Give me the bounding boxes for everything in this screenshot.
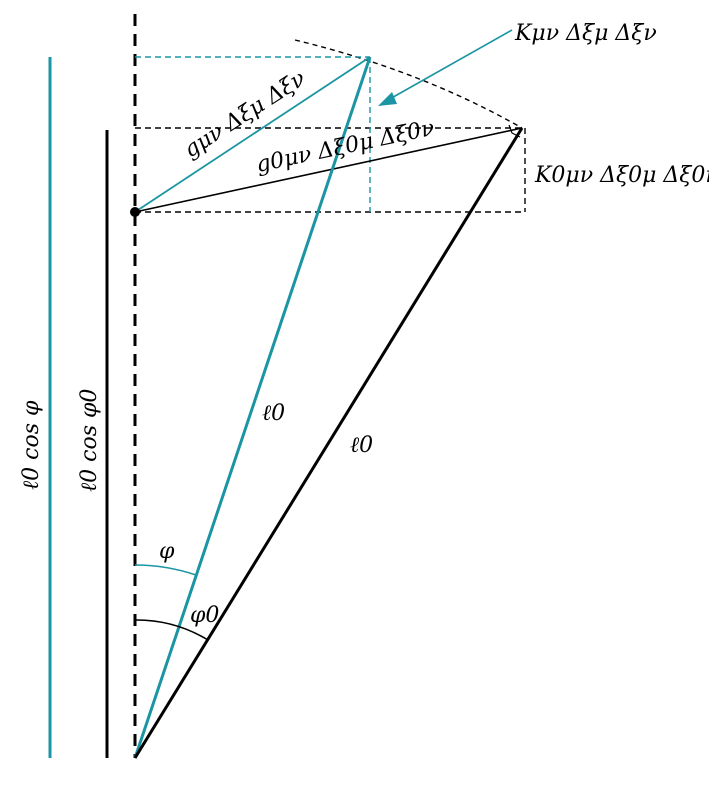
- phi-arc: [134, 564, 197, 576]
- pointer-arrow-head: [378, 92, 397, 106]
- pointer-arrow-line: [387, 29, 513, 101]
- l0-cos-phi0-label: ℓ0 cos φ0: [77, 389, 102, 492]
- k-mu-nu-label: Kμν Δξμ Δξν: [514, 21, 657, 46]
- phi0-arc: [134, 619, 209, 641]
- phi-label: φ: [159, 539, 175, 564]
- teal-short-hypotenuse: [134, 56, 371, 213]
- black-long-side: [133, 127, 524, 759]
- k0-mu-nu-label: K0μν Δξ0μ Δξ0ν: [534, 163, 709, 188]
- origin-point: [130, 207, 140, 217]
- black-short-hypotenuse: [134, 127, 523, 213]
- l0-black-label: ℓ0: [350, 433, 373, 458]
- g0-mu-nu-label: g0μν Δξ0μ Δξ0ν: [254, 116, 437, 178]
- l0-cos-phi-label: ℓ0 cos φ: [19, 400, 44, 490]
- right-angle-marker: [508, 124, 521, 138]
- teal-long-side: [133, 56, 372, 759]
- phi0-label: φ0: [190, 603, 219, 628]
- dashed-arc: [294, 39, 523, 129]
- l0-teal-label: ℓ0: [262, 401, 285, 426]
